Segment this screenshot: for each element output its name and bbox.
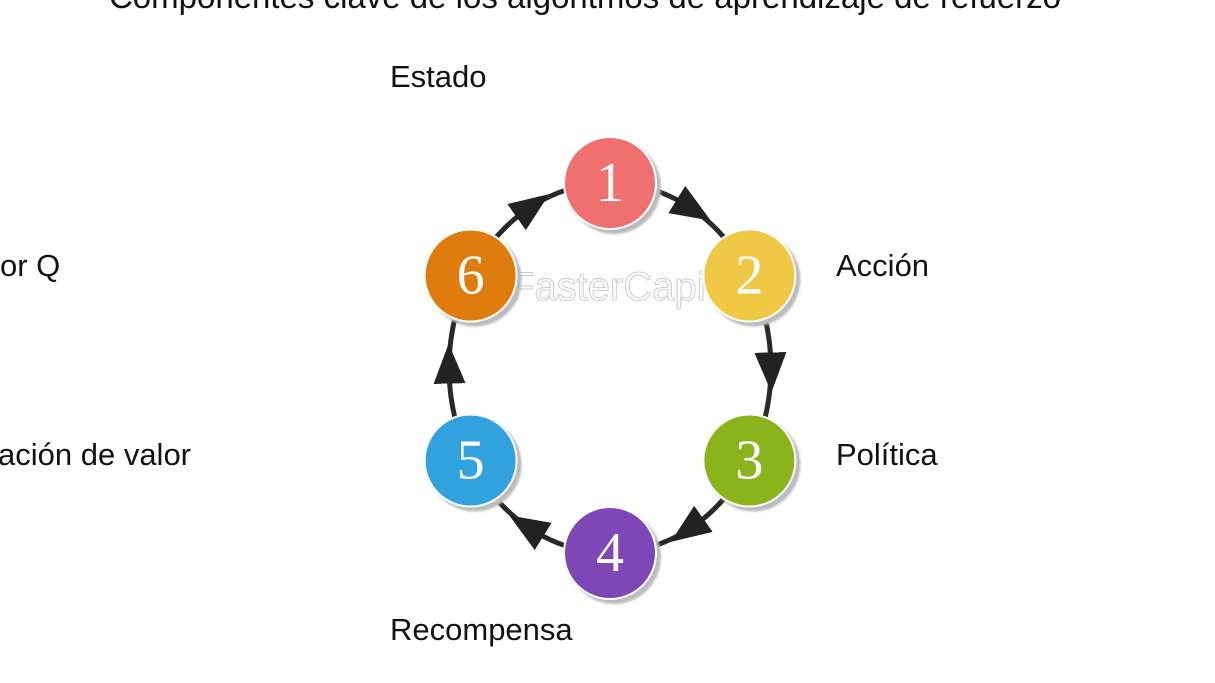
step-number: 2 xyxy=(735,245,763,307)
step-circle xyxy=(702,413,797,508)
label-valor-q: or Q xyxy=(0,248,61,283)
arrow-icon xyxy=(668,185,711,221)
step-node-1: 1 xyxy=(563,136,657,230)
arrow-icon xyxy=(507,194,550,231)
step-number: 1 xyxy=(596,152,624,214)
label-politica: Política xyxy=(836,437,938,472)
step-node-3: 3 xyxy=(702,413,797,508)
step-circle xyxy=(423,413,518,508)
step-circle xyxy=(563,506,657,600)
step-node-2: 2 xyxy=(702,228,797,323)
diagram-title: Componentes clave de los algoritmos de a… xyxy=(0,0,1170,16)
step-circle xyxy=(423,228,518,323)
arrow-icon xyxy=(670,505,713,542)
label-valor: ación de valor xyxy=(0,437,192,472)
step-number: 4 xyxy=(596,522,624,584)
step-node-6: 6 xyxy=(423,228,518,323)
step-number: 5 xyxy=(457,430,485,492)
label-accion: Acción xyxy=(836,248,930,283)
arrow-icon xyxy=(509,515,552,551)
step-number: 3 xyxy=(735,430,763,492)
step-node-4: 4 xyxy=(563,506,657,600)
step-node-5: 5 xyxy=(423,413,518,508)
label-recompensa: Recompensa xyxy=(390,612,573,647)
step-number: 6 xyxy=(457,245,485,307)
label-estado: Estado xyxy=(390,59,487,94)
step-circle xyxy=(563,136,657,230)
step-circle xyxy=(702,228,797,323)
